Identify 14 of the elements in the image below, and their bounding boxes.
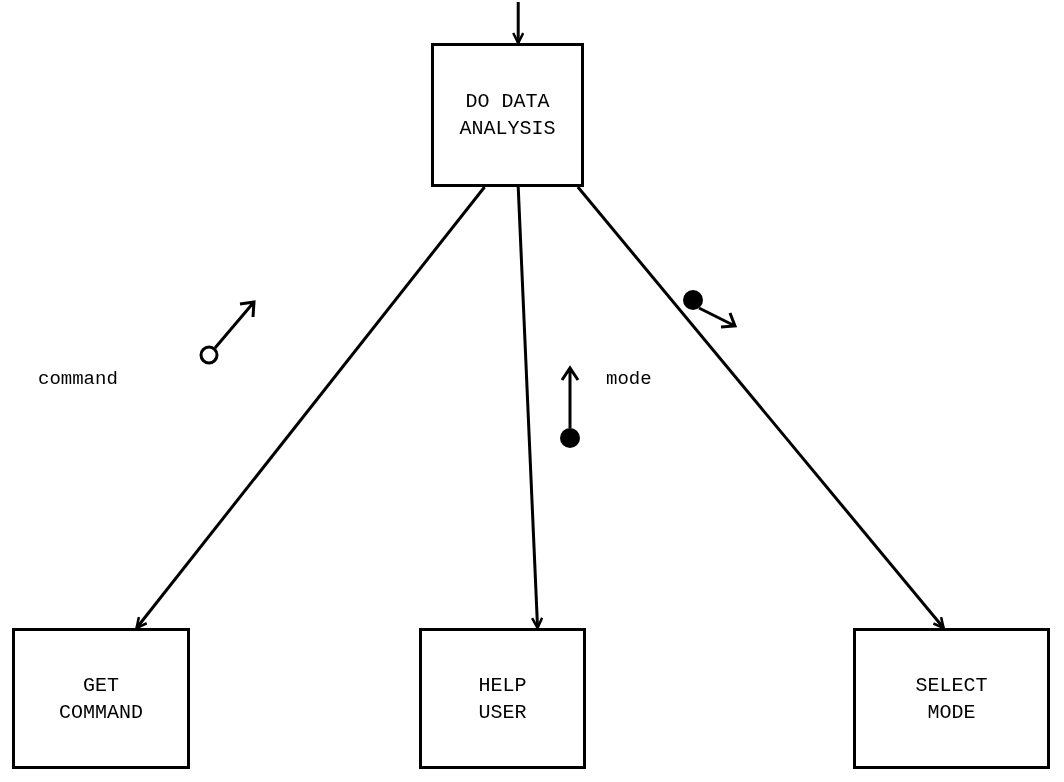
couple-label: command <box>38 368 118 390</box>
module-box <box>853 628 1050 769</box>
module-box <box>419 628 586 769</box>
module-name: GET COMMAND <box>59 672 143 726</box>
arrow <box>511 2 525 45</box>
module-name: HELP USER <box>478 672 527 726</box>
arrow <box>516 186 544 630</box>
module-name: SELECT MODE <box>915 672 988 726</box>
arrow <box>135 186 486 630</box>
module-box <box>431 43 584 187</box>
module-name: DO DATA ANALYSIS <box>459 89 556 142</box>
arrow <box>576 186 945 630</box>
module-box <box>12 628 190 769</box>
couple-label: mode <box>606 368 652 390</box>
